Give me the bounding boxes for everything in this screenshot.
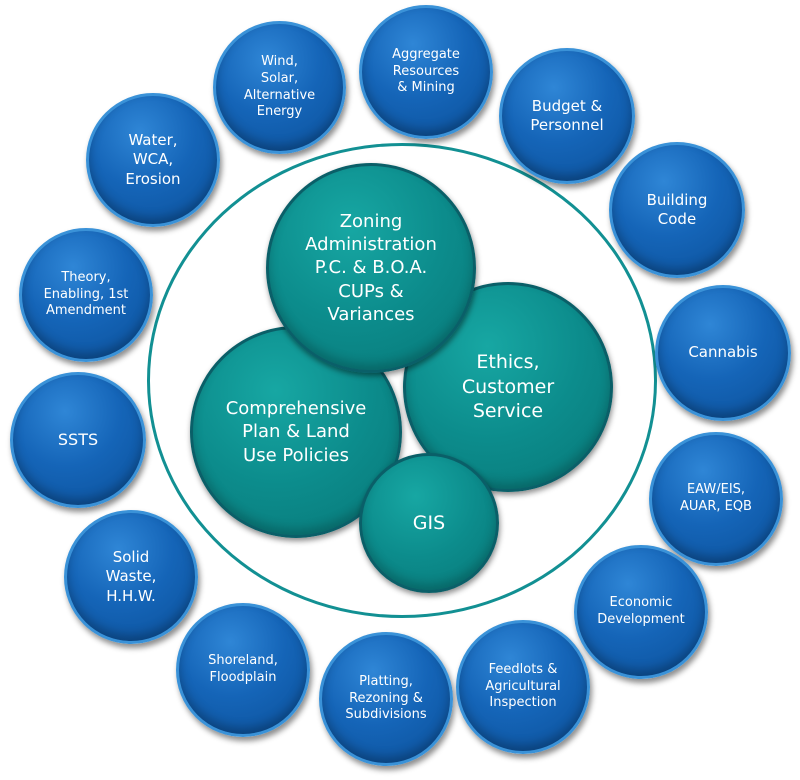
topic-water[interactable]: Water, WCA, Erosion (86, 93, 220, 227)
core-label: GIS (412, 511, 446, 534)
core-label: Zoning Administration P.C. & B.O.A. CUPs… (305, 210, 437, 326)
topic-shoreland[interactable]: Shoreland, Floodplain (176, 603, 310, 737)
core-ring (147, 143, 657, 618)
core-label: Comprehensive Plan & Land Use Policies (225, 397, 367, 466)
topic-label: Solid Waste, H.H.W. (105, 547, 157, 605)
topic-label: Water, WCA, Erosion (125, 130, 181, 188)
topic-label: Cannabis (688, 343, 758, 362)
topic-building-code[interactable]: Building Code (609, 142, 745, 278)
core-gis[interactable]: GIS (359, 453, 499, 593)
topic-feedlots[interactable]: Feedlots & Agricultural Inspection (456, 620, 590, 754)
topic-label: Shoreland, Floodplain (208, 653, 278, 685)
topic-aggregate[interactable]: Aggregate Resources & Mining (359, 5, 493, 139)
topic-theory[interactable]: Theory, Enabling, 1st Amendment (19, 228, 153, 362)
topic-economic[interactable]: Economic Development (574, 545, 708, 679)
core-label: Ethics, Customer Service (461, 350, 555, 423)
core-zoning[interactable]: Zoning Administration P.C. & B.O.A. CUPs… (266, 163, 476, 373)
topic-label: Building Code (646, 190, 708, 229)
topic-eaw[interactable]: EAW/EIS, AUAR, EQB (649, 432, 783, 566)
topic-ssts[interactable]: SSTS (10, 372, 146, 508)
topic-label: Wind, Solar, Alternative Energy (243, 53, 316, 120)
topic-label: Economic Development (597, 595, 685, 627)
topic-label: EAW/EIS, AUAR, EQB (680, 482, 752, 514)
topic-label: Platting, Rezoning & Subdivisions (345, 673, 427, 723)
topic-label: SSTS (57, 429, 99, 449)
topic-label: Theory, Enabling, 1st Amendment (43, 269, 129, 319)
topic-wind-solar[interactable]: Wind, Solar, Alternative Energy (213, 21, 346, 154)
topic-platting[interactable]: Platting, Rezoning & Subdivisions (319, 632, 453, 766)
topic-label: Budget & Personnel (530, 96, 604, 135)
topic-cannabis[interactable]: Cannabis (655, 285, 791, 421)
topic-budget[interactable]: Budget & Personnel (499, 48, 635, 184)
topic-solid-waste[interactable]: Solid Waste, H.H.W. (64, 510, 198, 644)
topic-label: Aggregate Resources & Mining (392, 46, 460, 96)
topic-label: Feedlots & Agricultural Inspection (485, 661, 561, 711)
